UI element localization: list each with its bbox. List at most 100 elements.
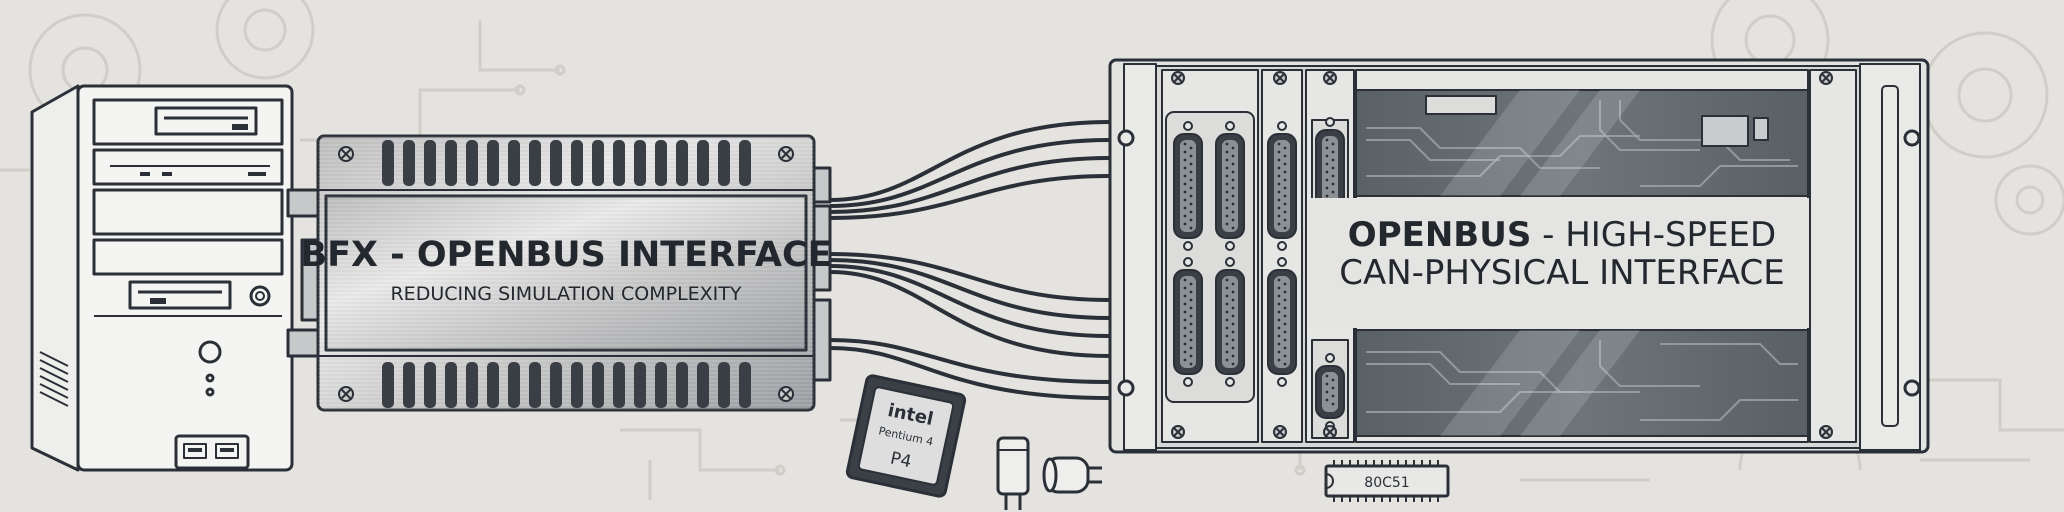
rack-subtitle: CAN-PHYSICAL INTERFACE xyxy=(1339,253,1785,293)
screw-icon xyxy=(778,386,794,402)
gear-icon xyxy=(1994,164,2064,236)
heatsink-fin xyxy=(613,140,625,186)
side-connector xyxy=(286,188,322,218)
dsub-connector xyxy=(1173,257,1203,387)
heatsink-fin xyxy=(445,362,457,408)
heatsink-fin xyxy=(550,362,562,408)
heatsink-fin xyxy=(613,362,625,408)
rack-title-rest: - HIGH-SPEED xyxy=(1531,215,1776,255)
dsub-connector xyxy=(1267,121,1297,251)
heatsink-fin xyxy=(508,362,520,408)
dsub-connector xyxy=(1315,353,1345,431)
heatsink-fin xyxy=(634,140,646,186)
pcb-bottom xyxy=(1355,329,1809,437)
bfx-title: BFX - OPENBUS INTERFACE xyxy=(300,235,831,275)
dsub-connector xyxy=(1173,121,1203,251)
heatsink-fin xyxy=(403,362,415,408)
rack-title: OPENBUS - HIGH-SPEED xyxy=(1348,215,1776,255)
screw-icon xyxy=(1819,71,1833,85)
heatsink-fin xyxy=(466,140,478,186)
heatsink-fin xyxy=(424,140,436,186)
heatsink-fin xyxy=(445,140,457,186)
heatsink-fin xyxy=(466,362,478,408)
heatsink-fin xyxy=(739,362,751,408)
heatsink-fin xyxy=(739,140,751,186)
heatsink-fin xyxy=(571,140,583,186)
dsub-connector xyxy=(1267,257,1297,387)
glass-reflection xyxy=(1440,90,1640,436)
screw-icon xyxy=(1323,425,1337,439)
rack-mount-hole xyxy=(1903,129,1921,147)
heatsink-fin xyxy=(718,362,730,408)
heatsink-fin xyxy=(718,140,730,186)
gear-icon xyxy=(215,0,315,80)
pin-header xyxy=(1425,95,1497,115)
screw-icon xyxy=(338,386,354,402)
cpu-code: P4 xyxy=(888,448,913,472)
capacitor-icon xyxy=(1042,456,1102,494)
heatsink-fin xyxy=(592,362,604,408)
dip-chip: 80C51 xyxy=(1324,460,1450,502)
screw-icon xyxy=(1171,71,1185,85)
screw-icon xyxy=(1273,425,1287,439)
rack-title-bold: OPENBUS xyxy=(1348,215,1532,255)
gear-icon xyxy=(1921,31,2049,159)
screw-icon xyxy=(778,146,794,162)
heatsink-fin xyxy=(676,140,688,186)
heatsink-fin xyxy=(676,362,688,408)
capacitor-icon xyxy=(996,436,1030,510)
led-icon xyxy=(205,373,215,383)
rack-mount-hole xyxy=(1117,379,1135,397)
heatsink-fin xyxy=(550,140,562,186)
pcb-traces xyxy=(1366,100,1798,421)
floppy-drive xyxy=(128,280,232,310)
drive-bay xyxy=(92,188,284,236)
cable-bundle xyxy=(829,120,1111,400)
power-button xyxy=(198,340,222,364)
heatsink-fin xyxy=(529,140,541,186)
dsub-connector xyxy=(1215,257,1245,387)
floppy-drive xyxy=(154,106,258,136)
pc-tower-side xyxy=(30,84,80,472)
rack-mount-hole xyxy=(1903,379,1921,397)
heatsink-fin xyxy=(697,362,709,408)
module-card xyxy=(1809,69,1857,443)
dip-chip-label: 80C51 xyxy=(1364,475,1409,491)
heatsink-fins-bottom xyxy=(382,362,751,408)
heatsink-fin xyxy=(382,140,394,186)
heatsink-fin xyxy=(403,140,415,186)
heatsink-fin xyxy=(697,140,709,186)
heatsink-fin xyxy=(571,362,583,408)
screw-icon xyxy=(1323,71,1337,85)
cpu-chip: intel Pentium 4 P4 xyxy=(845,374,967,498)
rack-label-panel xyxy=(1308,198,1812,328)
screw-icon xyxy=(1273,71,1287,85)
reset-button xyxy=(249,285,271,307)
side-vents xyxy=(39,351,69,407)
screw-icon xyxy=(1819,425,1833,439)
heatsink-fin xyxy=(592,140,604,186)
dsub-connector xyxy=(1215,121,1245,251)
pcb-component xyxy=(1701,115,1749,147)
heatsink-fin xyxy=(529,362,541,408)
rack-mount-hole xyxy=(1117,129,1135,147)
pc-tower xyxy=(30,84,294,472)
side-connector xyxy=(286,328,322,358)
heatsink-fin xyxy=(655,140,667,186)
bfx-interface-box: BFX - OPENBUS INTERFACE REDUCING SIMULAT… xyxy=(286,134,832,412)
heatsink-fin xyxy=(487,140,499,186)
heatsink-fin xyxy=(508,140,520,186)
heatsink-fin xyxy=(634,362,646,408)
heatsink-fin xyxy=(424,362,436,408)
heatsink-fins-top xyxy=(382,140,751,186)
screw-icon xyxy=(1171,425,1185,439)
drive-bay xyxy=(92,238,284,276)
screw-icon xyxy=(338,146,354,162)
heatsink-fin xyxy=(382,362,394,408)
bfx-subtitle: REDUCING SIMULATION COMPLEXITY xyxy=(390,283,741,305)
led-icon xyxy=(205,387,215,397)
heatsink-fin xyxy=(655,362,667,408)
heatsink-fin xyxy=(487,362,499,408)
openbus-rack: OPENBUS - HIGH-SPEED CAN-PHYSICAL INTERF… xyxy=(1108,58,1930,454)
